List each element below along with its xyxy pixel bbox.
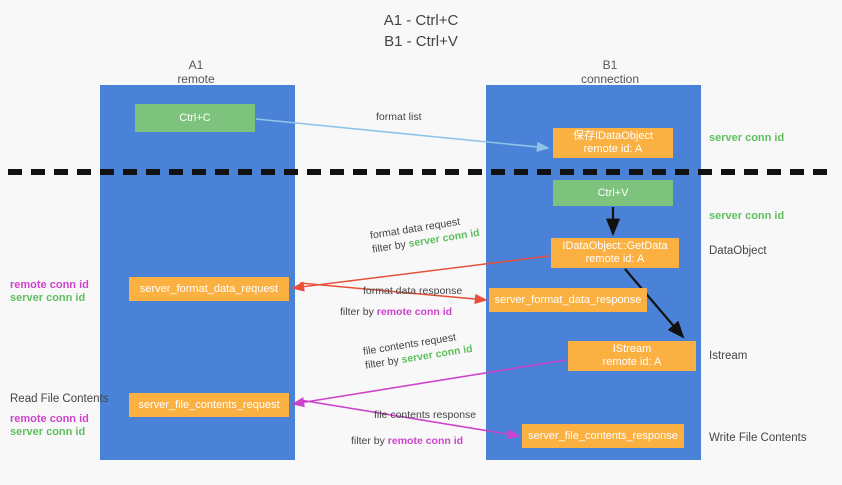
- annotation-server-conn-id-mid: server conn id: [709, 210, 785, 222]
- node-ctrl-c-label: Ctrl+C: [179, 111, 211, 124]
- filter-prefix: filter by: [340, 306, 377, 318]
- column-header-b1-sub: connection: [580, 72, 640, 86]
- edge-label-format-list-text: format list: [376, 111, 422, 123]
- annotation-server-conn-id-1: server conn id: [10, 292, 86, 304]
- node-server-file-contents-response[interactable]: server_file_contents_response: [522, 424, 684, 448]
- annotation-server-conn-id-2: server conn id: [10, 426, 86, 438]
- node-ctrl-v[interactable]: Ctrl+V: [553, 180, 673, 206]
- node-idataobject-remote[interactable]: 保存IDataObject remote id: A: [553, 128, 673, 158]
- column-header-a1-sub: remote: [177, 72, 215, 86]
- filter-prefix: filter by: [351, 435, 388, 447]
- column-header-a1-name: A1: [188, 58, 204, 72]
- node-server-format-data-response[interactable]: server_format_data_response: [489, 288, 647, 312]
- node-idataobject-getdata[interactable]: IDataObject::GetData remote id: A: [551, 238, 679, 268]
- node-idataobject-remote-line1: 保存IDataObject: [572, 130, 654, 142]
- edge-label-format-data-request: format data request filter by server con…: [369, 212, 481, 257]
- title-line-1: A1 - Ctrl+C: [383, 12, 459, 29]
- node-ctrl-c[interactable]: Ctrl+C: [135, 104, 255, 132]
- node-server-format-data-request[interactable]: server_format_data_request: [129, 277, 289, 301]
- node-istream[interactable]: IStream remote id: A: [568, 341, 696, 371]
- title-line-2: B1 - Ctrl+V: [384, 33, 458, 50]
- node-server-format-data-request-label: server_format_data_request: [139, 282, 279, 295]
- annotation-istream: Istream: [709, 350, 748, 362]
- edge-label-format-data-response-text: format data response: [363, 285, 463, 297]
- node-ctrl-v-label: Ctrl+V: [597, 186, 629, 199]
- node-server-file-contents-response-label: server_file_contents_response: [528, 429, 678, 442]
- node-idataobject-remote-line2: remote id: A: [583, 143, 643, 155]
- annotation-remote-conn-id-2: remote conn id: [10, 413, 89, 425]
- column-header-b1: B1 connection: [540, 58, 680, 86]
- edge-label-file-contents-response: file contents response: [374, 408, 476, 422]
- node-istream-line1: IStream: [612, 343, 652, 355]
- annotation-write-file-contents: Write File Contents: [709, 432, 807, 444]
- column-header-b1-name: B1: [602, 58, 618, 72]
- annotation-read-file-contents: Read File Contents: [10, 393, 109, 405]
- node-idataobject-getdata-line1: IDataObject::GetData: [562, 240, 668, 252]
- edge-label-format-data-response-filter: filter by remote conn id: [340, 305, 452, 319]
- filter-value-remote-conn-id: remote conn id: [387, 435, 464, 447]
- edge-label-format-data-response: format data response: [363, 284, 462, 298]
- edge-label-file-contents-request: file contents request filter by server c…: [362, 328, 474, 373]
- node-server-file-contents-request-label: server_file_contents_request: [138, 398, 280, 411]
- node-server-file-contents-request[interactable]: server_file_contents_request: [129, 393, 289, 417]
- edge-label-file-contents-response-filter: filter by remote conn id: [351, 434, 463, 448]
- page-title: A1 - Ctrl+C B1 - Ctrl+V: [0, 10, 842, 52]
- annotation-remote-conn-id-1: remote conn id: [10, 279, 89, 291]
- annotation-left-conn-ids-top: remote conn id server conn id: [10, 279, 89, 305]
- edge-label-file-contents-response-text: file contents response: [374, 409, 477, 421]
- annotation-left-conn-ids-bottom: remote conn id server conn id: [10, 413, 89, 439]
- node-server-format-data-response-label: server_format_data_response: [494, 293, 642, 306]
- edge-label-format-list: format list: [376, 110, 422, 124]
- filter-value-remote-conn-id: remote conn id: [376, 306, 453, 318]
- column-header-a1: A1 remote: [126, 58, 266, 86]
- annotation-dataobject: DataObject: [709, 245, 767, 257]
- annotation-server-conn-id-top: server conn id: [709, 132, 785, 144]
- node-idataobject-getdata-line2: remote id: A: [585, 253, 645, 265]
- node-istream-line2: remote id: A: [602, 356, 662, 368]
